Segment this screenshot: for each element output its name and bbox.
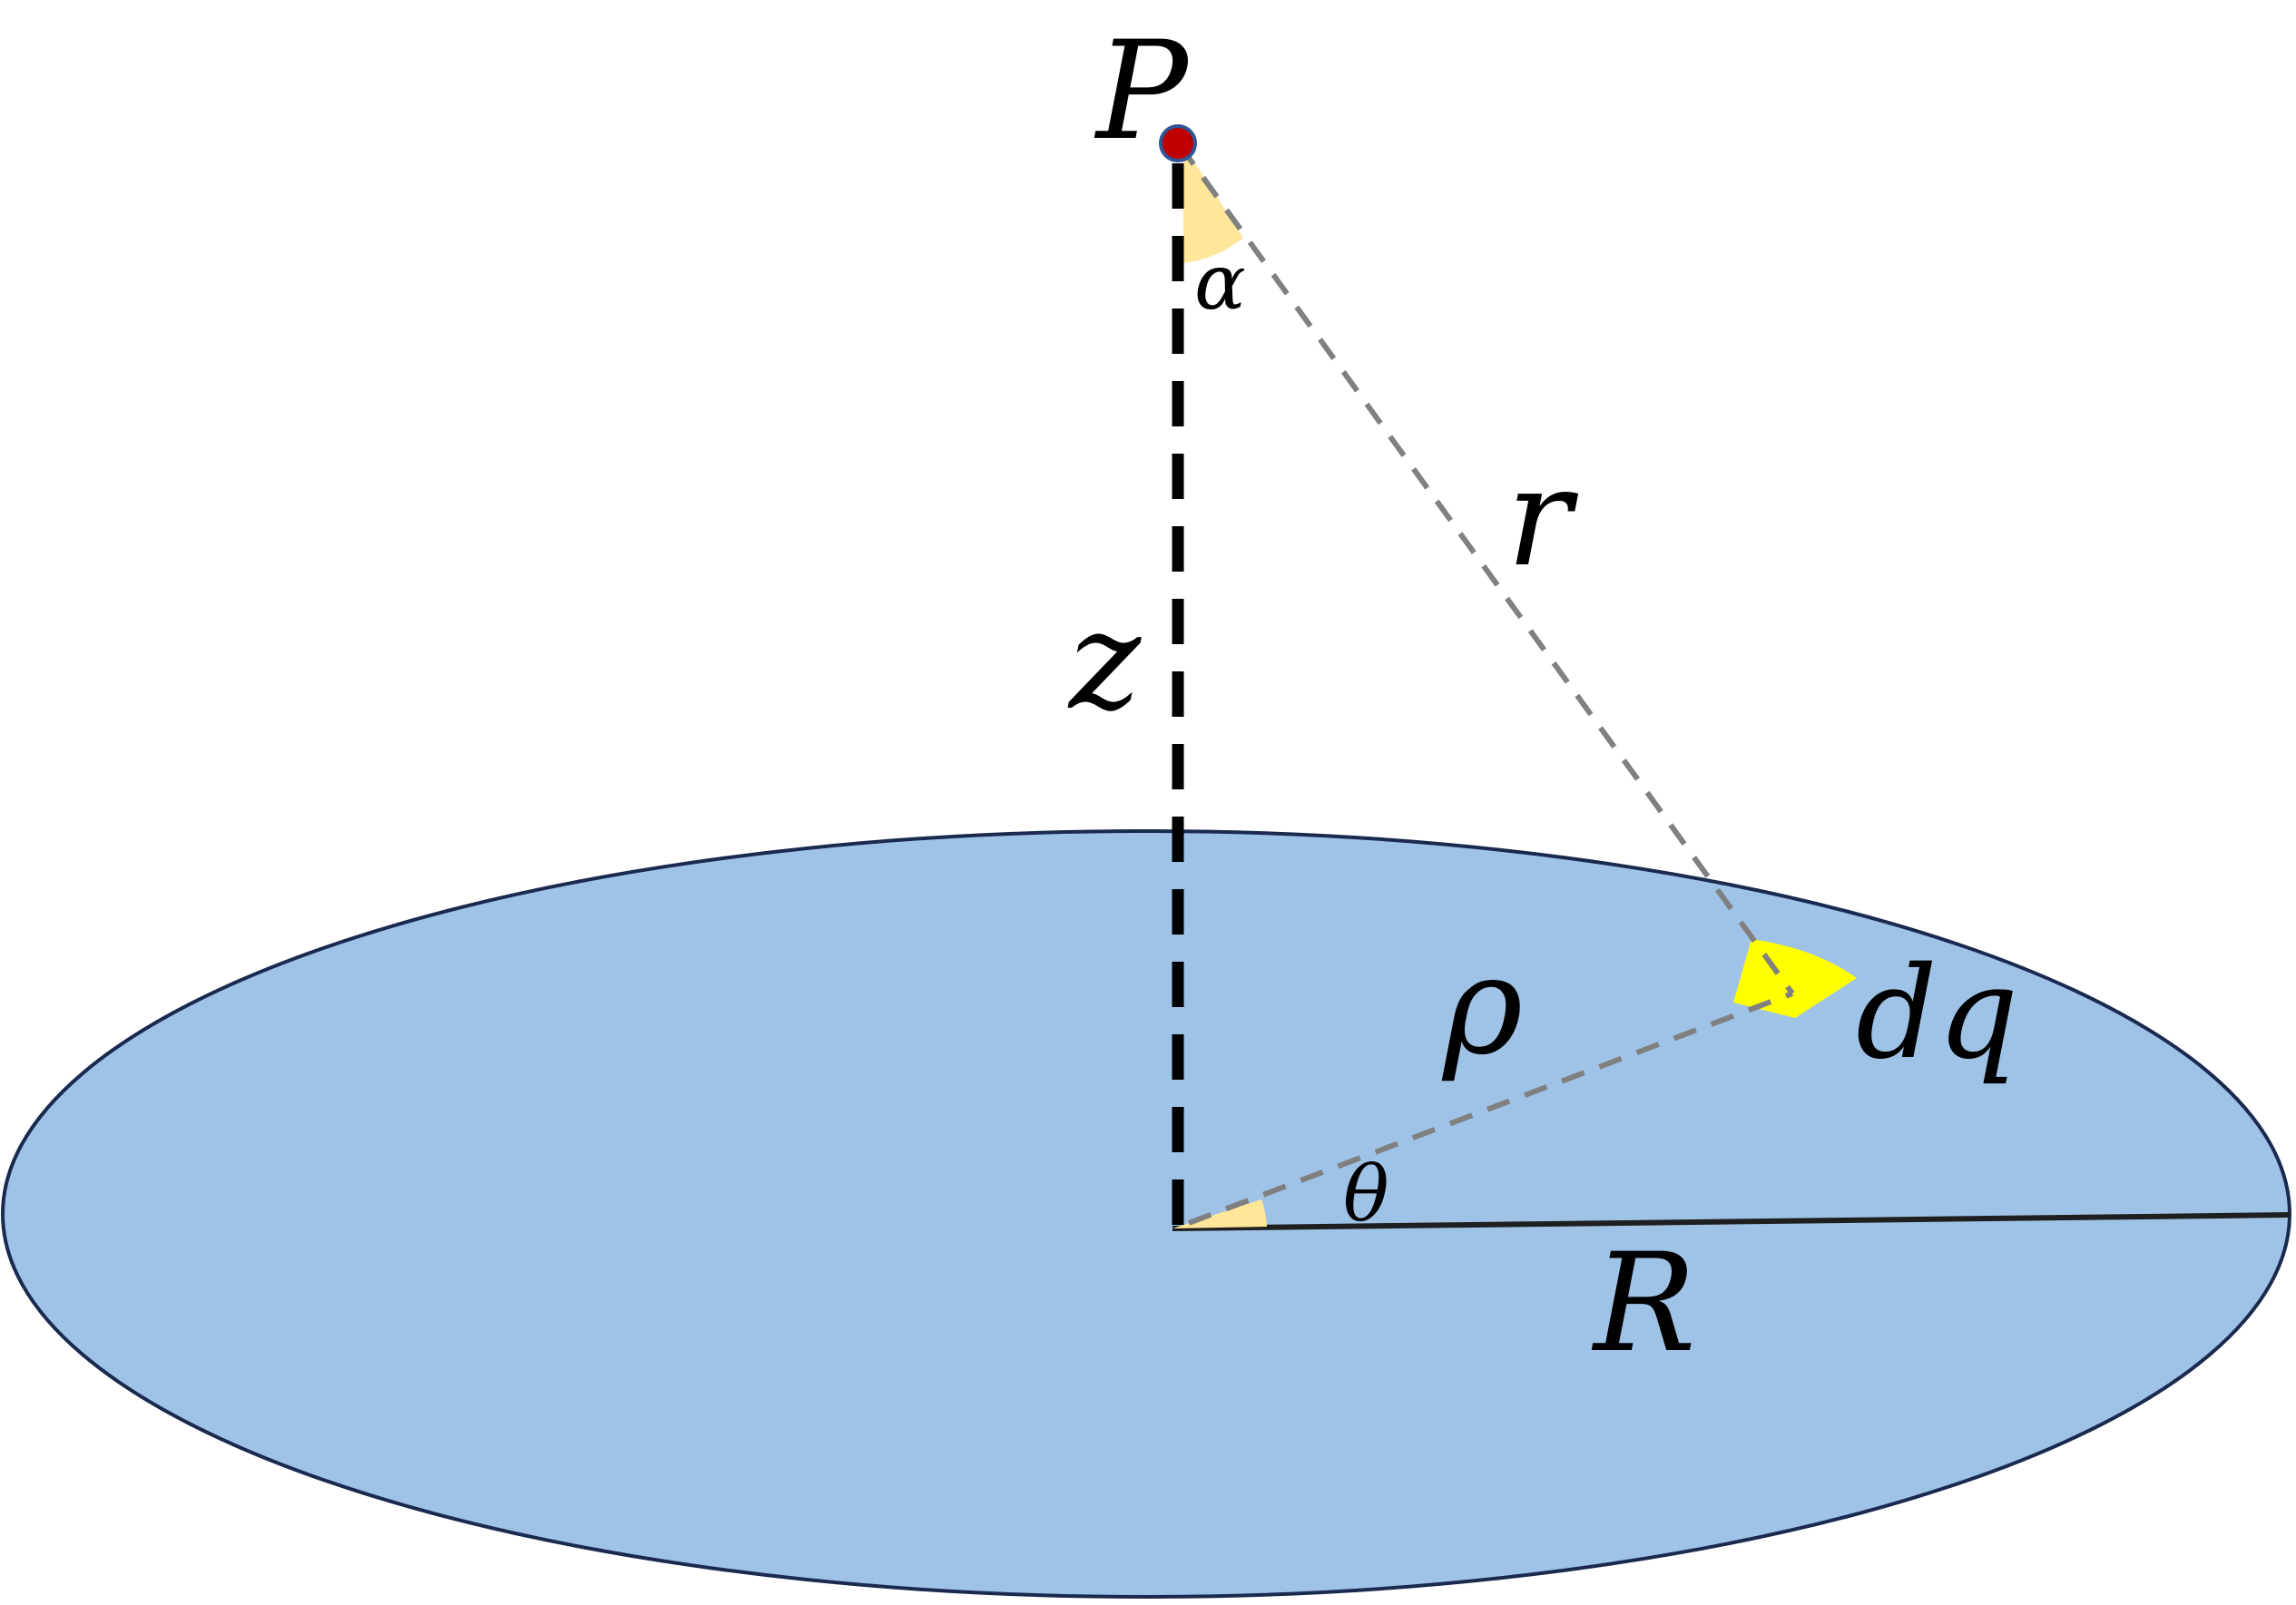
label-charge: dq bbox=[1856, 940, 2018, 1088]
label-point: P bbox=[1094, 13, 1191, 171]
label-polar-angle: α bbox=[1194, 238, 1246, 327]
rho-guide-line bbox=[1187, 991, 1794, 1226]
label-height: z bbox=[1067, 582, 1142, 740]
radius-line bbox=[1172, 1212, 2291, 1231]
r-guide-line bbox=[1177, 143, 1795, 995]
label-radial: ρ bbox=[1441, 927, 1523, 1085]
point-p-marker bbox=[1159, 124, 1197, 162]
label-radius: R bbox=[1591, 1225, 1696, 1383]
alpha-angle-wedge bbox=[1183, 145, 1243, 263]
label-azimuth: θ bbox=[1343, 1150, 1389, 1238]
label-distance: r bbox=[1506, 439, 1579, 597]
